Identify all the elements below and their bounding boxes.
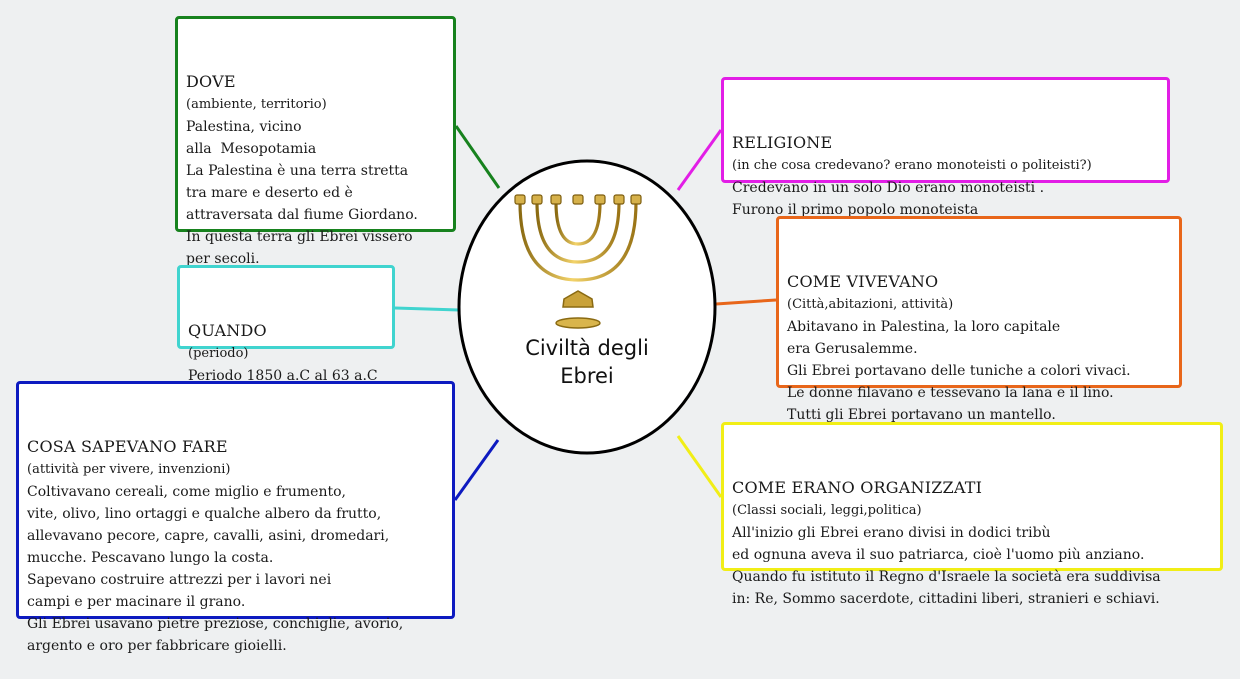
node-come-erano-organizzati-body: All'inizio gli Ebrei erano divisi in dod… xyxy=(732,525,1161,607)
node-dove-subtitle: (ambiente, territorio) xyxy=(186,97,327,112)
connector-come-vivevano xyxy=(715,298,777,306)
node-quando-subtitle: (periodo) xyxy=(188,346,249,361)
connector-come-erano-organizzati xyxy=(676,435,723,498)
node-come-vivevano-body: Abitavano in Palestina, la loro capitale… xyxy=(787,319,1131,423)
node-dove-body: Palestina, vicino alla Mesopotamia La Pa… xyxy=(186,119,418,267)
node-come-erano-organizzati-subtitle: (Classi sociali, leggi,politica) xyxy=(732,503,922,518)
connector-religione xyxy=(676,129,723,191)
menorah-icon xyxy=(518,200,638,329)
connector-dove xyxy=(454,125,501,189)
node-religione-subtitle: (in che cosa credevano? erano monoteisti… xyxy=(732,158,1092,173)
node-quando-heading: QUANDO xyxy=(188,321,267,340)
connector-lines xyxy=(394,125,777,501)
menorah-cups xyxy=(514,194,642,205)
node-come-erano-organizzati-heading: COME ERANO ORGANIZZATI xyxy=(732,478,983,497)
node-quando: QUANDO (periodo) Periodo 1850 a.C al 63 a.… xyxy=(177,265,395,384)
node-cosa-sapevano-fare-heading: COSA SAPEVANO FARE xyxy=(27,437,228,456)
node-come-vivevano-subtitle: (Città,abitazioni, attività) xyxy=(787,297,954,312)
node-dove-heading: DOVE xyxy=(186,72,236,91)
node-religione-heading: RELIGIONE xyxy=(732,133,833,152)
node-quando-body: Periodo 1850 a.C al 63 a.C xyxy=(188,368,378,384)
connector-cosa-sapevano-fare xyxy=(453,439,500,501)
node-cosa-sapevano-fare-subtitle: (attività per vivere, invenzioni) xyxy=(27,462,231,477)
node-cosa-sapevano-fare: COSA SAPEVANO FARE (attività per vivere, … xyxy=(16,381,455,654)
connector-quando xyxy=(394,306,460,312)
node-religione-body: Credevano in un solo Dio erano monoteist… xyxy=(732,180,1045,218)
node-religione: RELIGIONE (in che cosa credevano? erano m… xyxy=(721,77,1170,218)
node-come-erano-organizzati: COME ERANO ORGANIZZATI (Classi sociali, l… xyxy=(721,422,1223,607)
central-title: Civiltà degli Ebrei xyxy=(525,336,649,388)
node-dove: DOVE (ambiente, territorio) Palestina, vic… xyxy=(175,16,456,267)
node-cosa-sapevano-fare-body: Coltivavano cereali, come miglio e frume… xyxy=(27,484,404,654)
central-topic xyxy=(457,159,717,455)
node-come-vivevano: COME VIVEVANO (Città,abitazioni, attività… xyxy=(776,216,1182,423)
node-come-vivevano-heading: COME VIVEVANO xyxy=(787,272,939,291)
